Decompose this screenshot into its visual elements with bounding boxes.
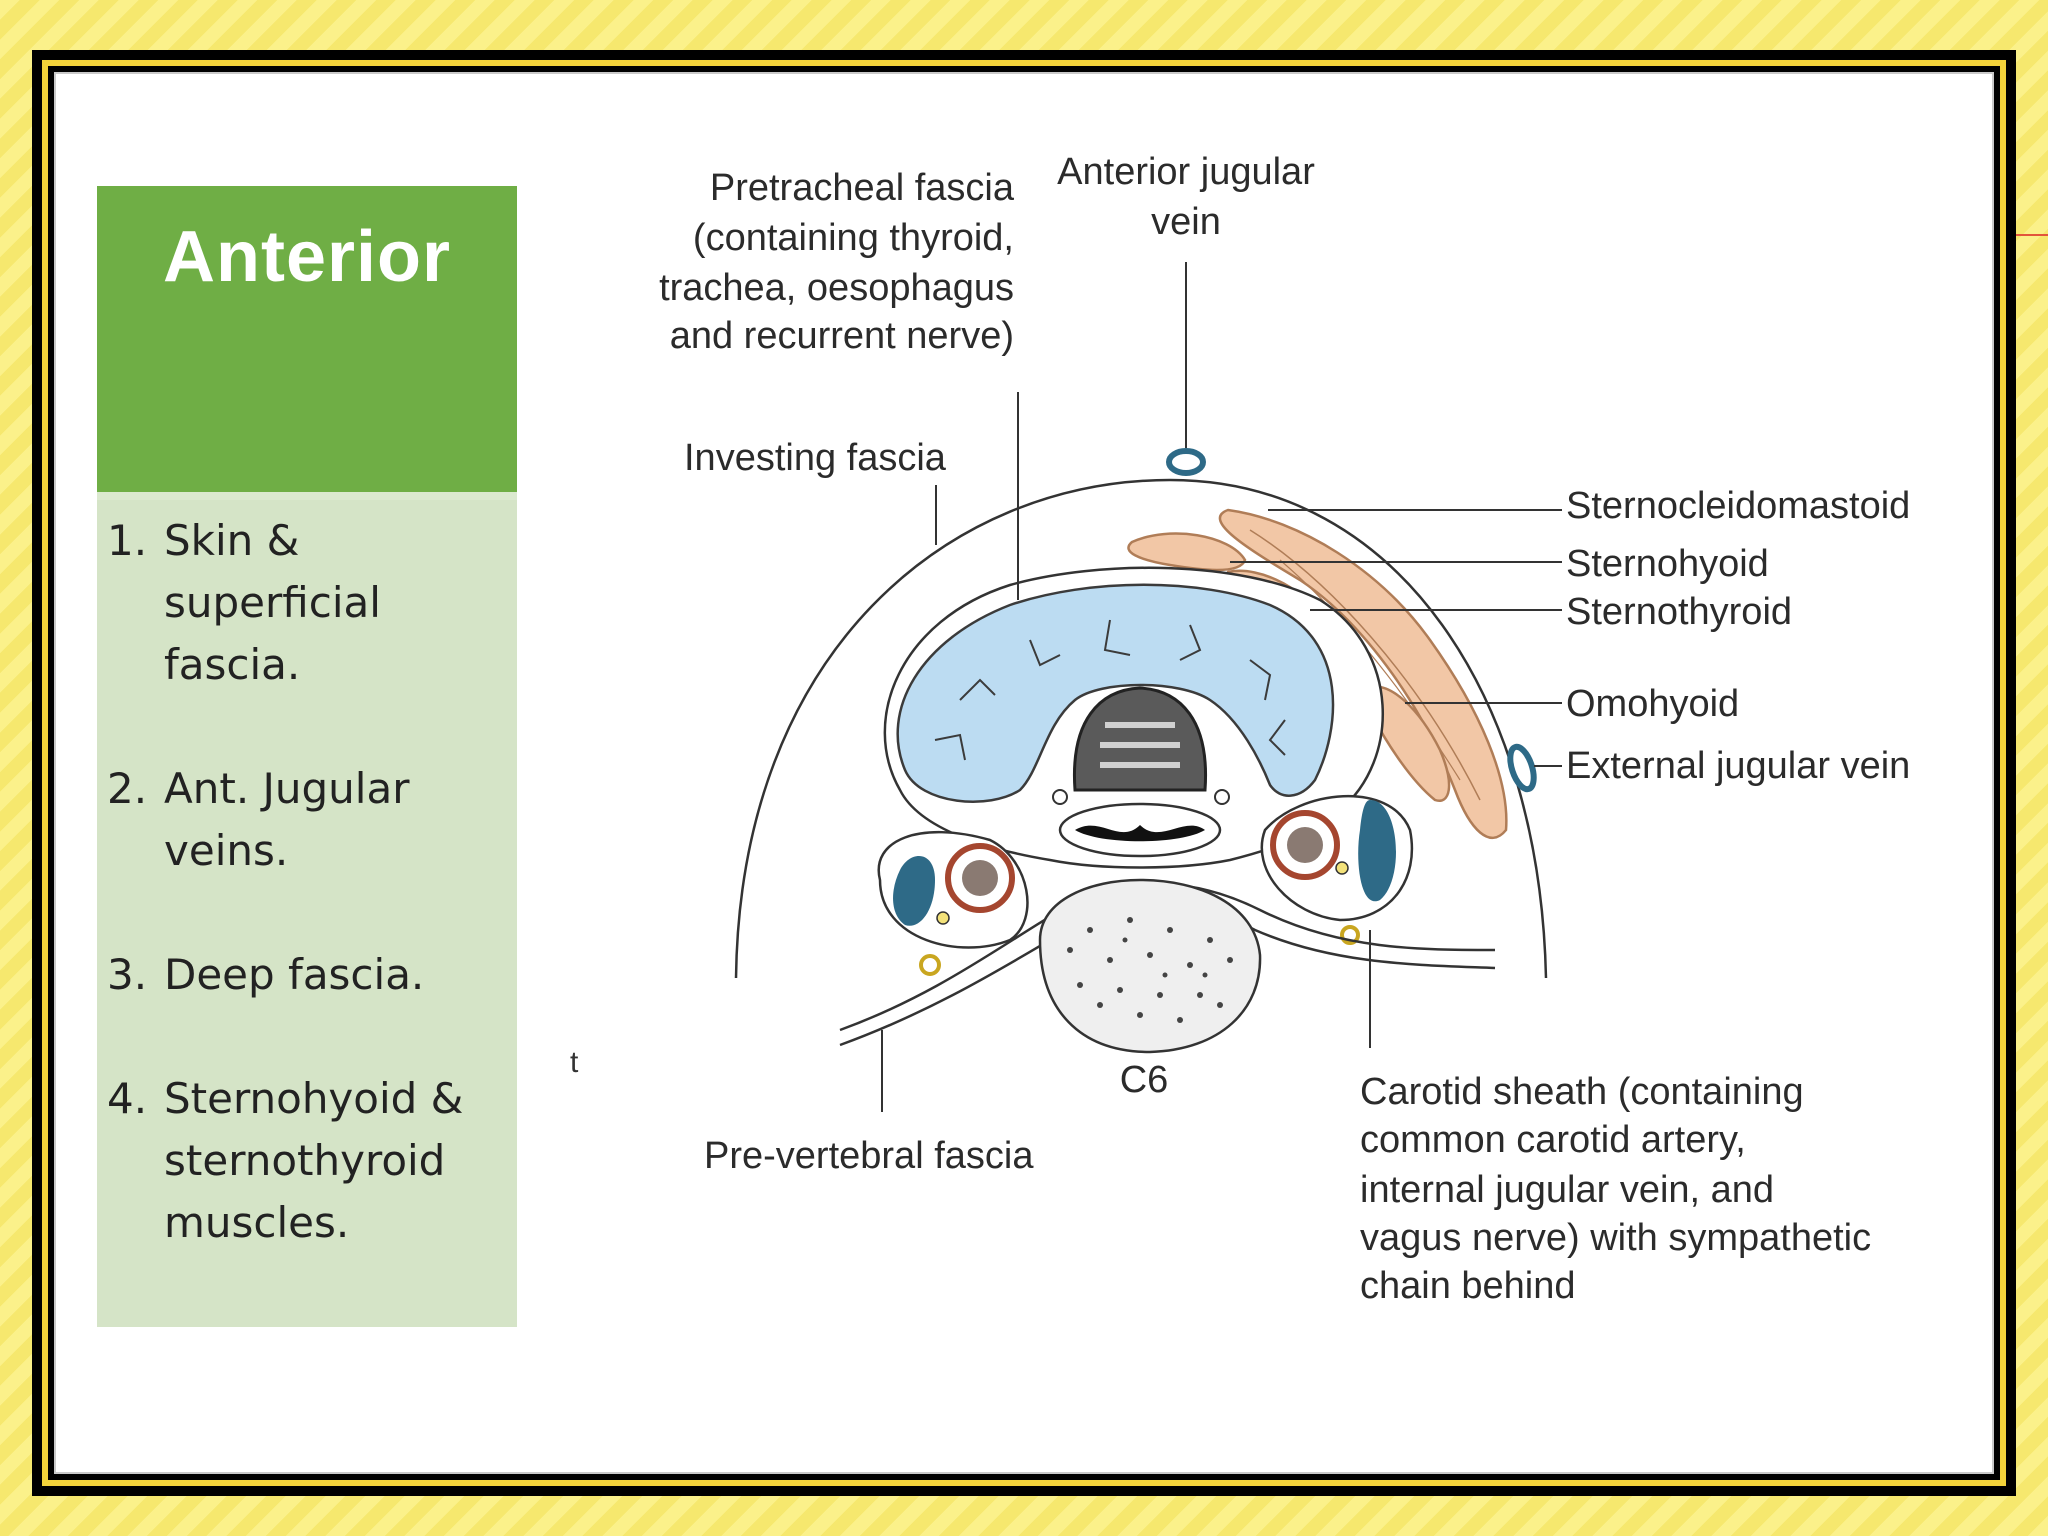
label-c6: C6 (1120, 1059, 1169, 1101)
label-pretracheal-1: Pretracheal fascia (710, 167, 1015, 209)
label-prevertebral: Pre-vertebral fascia (704, 1135, 1034, 1177)
label-sternocleidomastoid: Sternocleidomastoid (1566, 485, 1910, 527)
c6-vertebra (1038, 878, 1262, 1054)
label-carotid-5: chain behind (1360, 1265, 1576, 1307)
panel-header: Anterior (97, 186, 517, 492)
label-carotid-2: common carotid artery, (1360, 1119, 1746, 1161)
label-sternohyoid: Sternohyoid (1566, 543, 1769, 585)
sternohyoid-muscle (1127, 532, 1247, 572)
list-item: 2.Ant. Jugular veins. (107, 764, 410, 875)
label-pretracheal-3: trachea, oesophagus (659, 267, 1014, 309)
list-item: 1.Skin & superficial fascia. (107, 516, 381, 689)
panel-title: Anterior (162, 217, 452, 297)
layer-list: 1.Skin & superficial fascia. 2.Ant. Jugu… (107, 510, 504, 1316)
label-investing-fascia: Investing fascia (684, 437, 947, 479)
decorative-line (2016, 234, 2048, 236)
label-carotid-3: internal jugular vein, and (1360, 1169, 1774, 1211)
stray-character: t (570, 1046, 579, 1079)
label-anterior-jugular-2: vein (1151, 201, 1221, 243)
label-pretracheal-4: and recurrent nerve) (670, 315, 1014, 357)
thyroid-gland (896, 583, 1335, 803)
label-external-jugular: External jugular vein (1566, 745, 1910, 787)
label-anterior-jugular-1: Anterior jugular (1057, 151, 1315, 193)
label-sternothyroid: Sternothyroid (1566, 591, 1792, 633)
right-internal-jugular-vein (1358, 800, 1397, 902)
list-item: 4.Sternohyoid & sternothyroid muscles. (107, 1074, 464, 1247)
panel-body: 1.Skin & superficial fascia. 2.Ant. Jugu… (97, 500, 517, 1327)
sternocleidomastoid-muscle (1218, 508, 1508, 839)
investing-fascia-arc (734, 478, 1548, 979)
label-carotid-1: Carotid sheath (containing (1360, 1071, 1804, 1113)
label-pretracheal-2: (containing thyroid, (693, 217, 1014, 259)
label-omohyoid: Omohyoid (1566, 683, 1739, 725)
list-item: 3.Deep fascia. (107, 950, 425, 999)
vertebra-texture (1067, 917, 1233, 1023)
external-jugular-vein (1507, 743, 1537, 793)
label-carotid-4: vagus nerve) with sympathetic (1360, 1217, 1871, 1259)
anterior-jugular-vein (1166, 448, 1206, 476)
left-internal-jugular-vein (893, 856, 935, 926)
panel-divider (97, 492, 517, 500)
